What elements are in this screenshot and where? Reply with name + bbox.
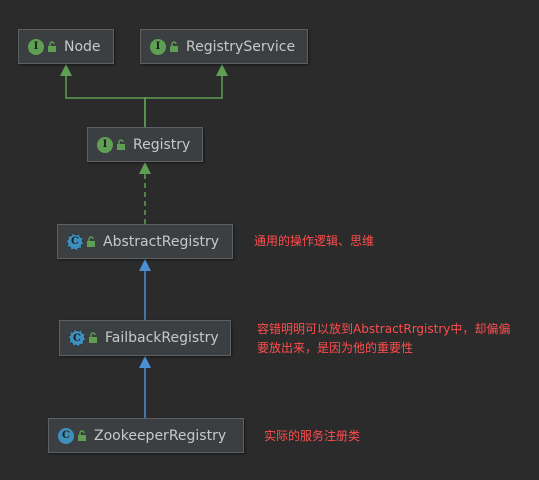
node-label: Node — [64, 38, 101, 55]
lock-open-icon — [78, 429, 86, 441]
node-box-abstractregistry[interactable]: C AbstractRegistry — [57, 224, 233, 259]
edge-registry-to-registryservice — [144, 72, 223, 128]
node-box-zookeeperregistry[interactable]: C ZookeeperRegistry — [48, 418, 244, 453]
arrowhead-registryservice — [216, 64, 228, 76]
interface-icon: I — [28, 38, 44, 55]
node-box-node[interactable]: I Node — [18, 29, 114, 64]
edge-registry-to-node — [65, 72, 146, 128]
abstract-class-icon: C — [67, 233, 83, 250]
arrowhead-abstractregistry — [139, 259, 151, 271]
note-failbackregistry-line1: 容错明明可以放到AbstractRrgistry中，却偏偏 — [257, 322, 511, 336]
note-abstractregistry: 通用的操作逻辑、思维 — [254, 234, 375, 248]
note-zookeeperregistry: 实际的服务注册类 — [264, 429, 361, 443]
failbackregistry-label: FailbackRegistry — [105, 330, 219, 346]
class-icon: C — [58, 427, 74, 444]
lock-open-icon — [48, 40, 56, 52]
arrowhead-registry — [139, 162, 151, 174]
note-failbackregistry-line2: 要放出来，是因为他的重要性 — [257, 341, 414, 355]
arrowhead-node — [60, 64, 72, 76]
lock-open-icon — [170, 40, 178, 52]
lock-open-icon — [117, 138, 125, 150]
arrowhead-failbackregistry — [139, 356, 151, 368]
node-box-failbackregistry[interactable]: C FailbackRegistry — [59, 320, 231, 356]
node-box-registryservice[interactable]: I RegistryService — [140, 29, 308, 64]
lock-open-icon — [89, 332, 97, 343]
registry-label: Registry — [133, 136, 191, 153]
abstractregistry-label: AbstractRegistry — [103, 233, 220, 250]
interface-icon: I — [97, 136, 113, 153]
lock-open-icon — [87, 235, 95, 247]
interface-icon: I — [150, 38, 166, 55]
node-box-registry[interactable]: I Registry — [87, 127, 203, 162]
abstract-class-icon: C — [69, 330, 85, 346]
registryservice-label: RegistryService — [186, 38, 296, 55]
zookeeperregistry-label: ZookeeperRegistry — [94, 427, 227, 444]
